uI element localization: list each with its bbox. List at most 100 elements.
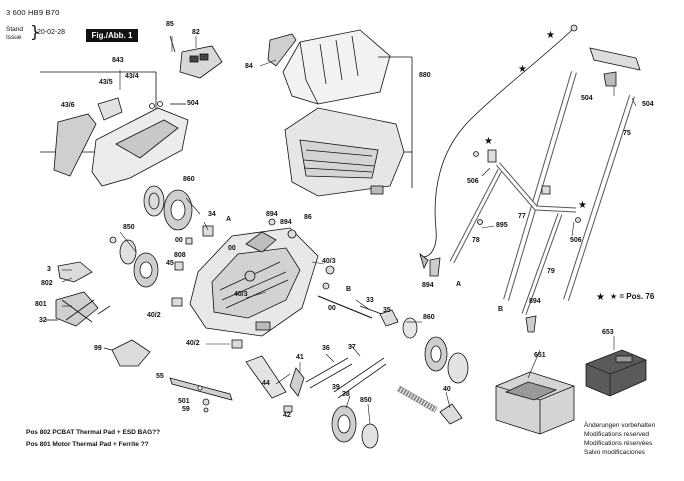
star-symbol: ★ [610,292,618,301]
svg-text:★: ★ [596,292,605,303]
part-label: 860 [423,314,435,321]
leader-lines [61,36,637,425]
part-label: 40/3 [322,258,336,265]
part-label: 3 [47,266,51,273]
part-label: B [498,306,504,313]
battery-part [585,349,647,397]
part-label: 894 [266,211,278,218]
stand-issue-label: Stand Issue [6,26,23,42]
part-label: 59 [182,406,190,413]
part-label: 86 [304,214,312,221]
svg-text:★: ★ [546,30,555,41]
part-label: 894 [280,219,292,226]
part-label: 504 [642,101,654,108]
part-label: 40/3 [234,291,248,298]
part-label: 39 [332,384,340,391]
handle-part [449,47,641,315]
part-label: 504 [581,95,593,102]
part-label: 45 [166,260,174,267]
grass-box-part [267,29,413,197]
part-label: 33 [366,297,374,304]
part-label: 55 [156,373,164,380]
part-label: 880 [419,72,431,79]
legal-de: Änderungen vorbehalten [584,422,656,429]
star-legend: ★ = Pos. 76 [610,292,654,301]
part-label: 850 [123,224,135,231]
part-label: 860 [183,176,195,183]
battery-charger-part [495,371,575,435]
part-label: 504 [187,100,199,107]
issue-label: Issue [6,34,22,41]
cover-bracket-part [40,71,189,187]
part-label: 501 [178,398,190,405]
part-label: 32 [39,317,47,324]
part-label: 850 [360,397,372,404]
legal-fr: Modifications réservées [584,440,653,447]
clip-part [103,339,151,367]
part-label: 43/5 [99,79,113,86]
part-label: 78 [472,237,480,244]
pos-reference: = Pos. 76 [619,292,655,301]
small-fastener-parts [109,149,581,413]
part-label: A [456,281,462,288]
rear-wheel-part [119,185,193,288]
brace-glyph: } [30,22,41,41]
part-label: 99 [94,345,102,352]
part-label: 894 [422,282,434,289]
part-label: 40/2 [147,312,161,319]
part-label: 37 [348,344,356,351]
note-pos-802: Pos 802 PCBAT Thermal Pad + ESD BAG?? [26,429,161,436]
part-label: 895 [496,222,508,229]
part-label: 38 [342,391,350,398]
star-markers: ★ ★ ★ ★ ★ [484,30,605,303]
legal-es: Salvo modificaciones [584,449,646,456]
part-label: 801 [35,301,47,308]
part-label: 653 [602,329,614,336]
part-label: 84 [245,63,253,70]
part-label: 506 [570,237,582,244]
front-wheel-part [331,317,469,449]
part-label: 35 [383,307,391,314]
part-label: 40/2 [186,340,200,347]
motor-assembly-part [46,261,111,327]
part-label: 00 [175,237,183,244]
part-label: 44 [262,380,270,387]
blade-part [169,377,233,413]
part-label: 75 [623,130,631,137]
safety-key-part [169,35,223,79]
part-label: A [226,216,232,223]
part-number: 3 600 HB9 B70 [6,8,60,17]
part-label: 42 [283,412,291,419]
part-label: 85 [166,21,174,28]
cable-part [419,24,578,270]
part-label: B [346,286,352,293]
part-label: 41 [296,354,304,361]
part-label: 77 [518,213,526,220]
part-label: 808 [174,252,186,259]
figure-label: Fig./Abb. 1 [86,29,138,42]
legal-en: Modifications reserved [584,431,650,438]
part-label: 651 [534,352,546,359]
note-pos-801: Pos 801 Motor Thermal Pad + Ferrite ?? [26,441,149,448]
part-label: 506 [467,178,479,185]
spring-part [396,385,463,425]
svg-text:★: ★ [578,200,587,211]
part-label: 43/6 [61,102,75,109]
svg-text:★: ★ [484,136,493,147]
part-label: 894 [529,298,541,305]
part-label: 00 [328,305,336,312]
part-label: 36 [322,345,330,352]
part-label: 40 [443,386,451,393]
height-adjust-part [245,355,387,399]
mower-deck-part [189,227,319,337]
part-label: 34 [208,211,216,218]
part-label: 843 [112,57,124,64]
part-label: 43/4 [125,73,139,80]
part-label: 79 [547,268,555,275]
svg-text:★: ★ [518,64,527,75]
issue-date: 20-02-28 [37,29,66,36]
axle-rod-part [317,295,399,327]
part-label: 00 [228,245,236,252]
part-label: 802 [41,280,53,287]
